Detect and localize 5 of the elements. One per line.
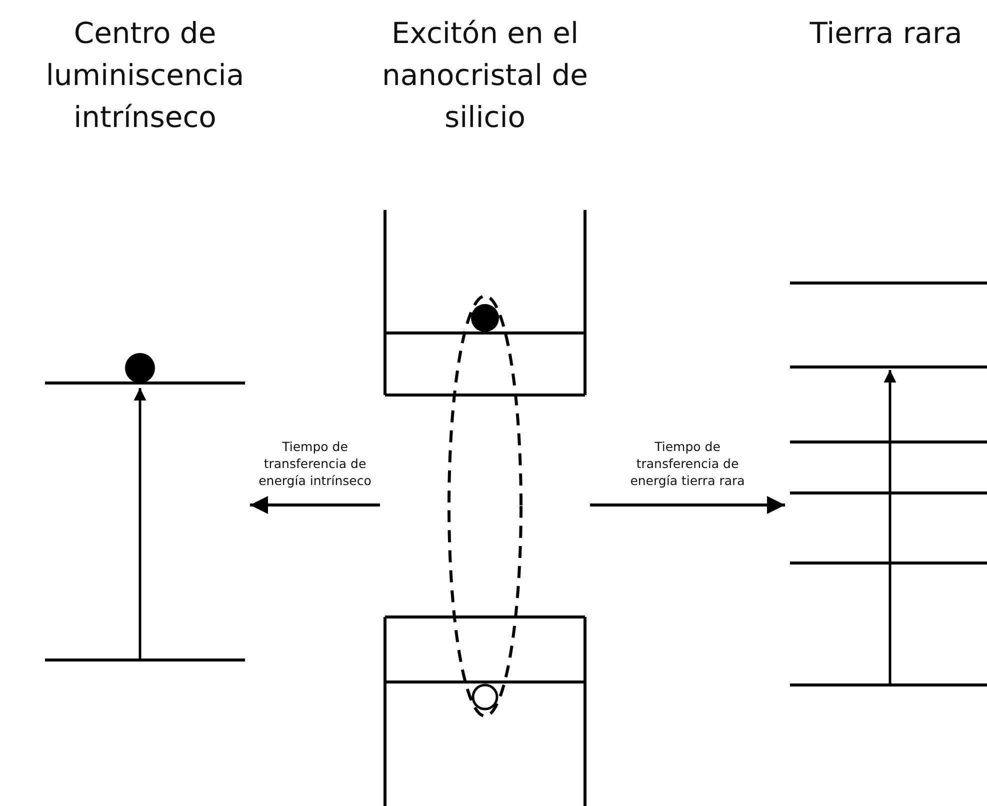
arrow	[590, 496, 785, 514]
column-heading: Excitón en el nanocristal de silicio	[381, 15, 589, 136]
arrow	[250, 496, 380, 514]
column-heading: Centro de luminiscencia intrínseco	[44, 15, 246, 136]
column-heading: Tierra rara	[808, 15, 964, 52]
